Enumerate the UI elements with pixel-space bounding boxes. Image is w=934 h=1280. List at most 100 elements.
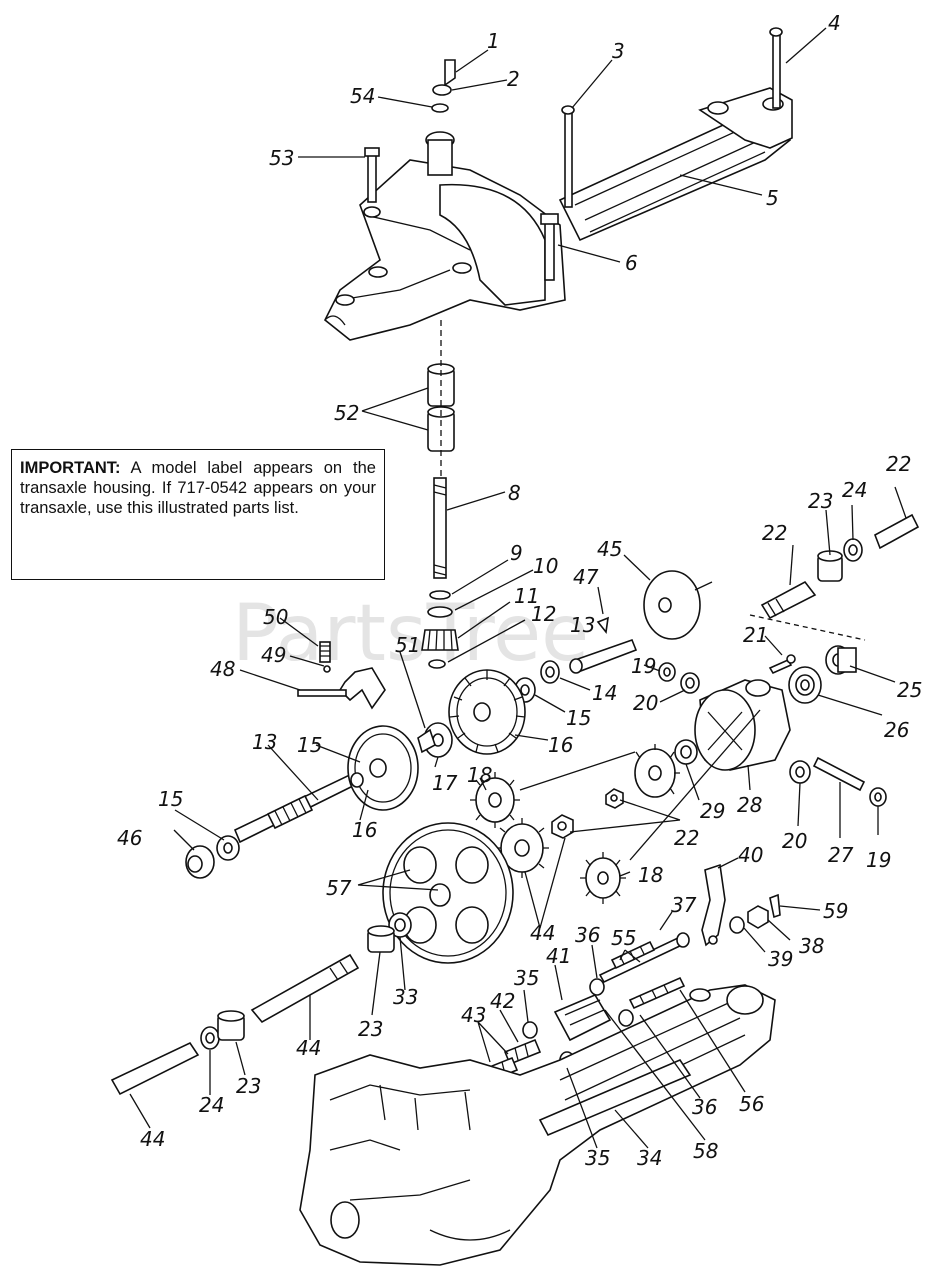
callout-22-lower: 22 xyxy=(674,826,699,850)
bearing-26 xyxy=(788,666,822,704)
callout-9: 9 xyxy=(510,541,523,565)
axle-44-lower xyxy=(110,1041,200,1096)
callout-23-mid: 23 xyxy=(358,1017,383,1041)
callout-38: 38 xyxy=(799,934,824,958)
callout-25: 25 xyxy=(897,678,922,702)
callout-52: 52 xyxy=(334,401,359,425)
callout-23-lower: 23 xyxy=(236,1074,261,1098)
bushing-23-mid xyxy=(367,925,395,953)
callout-24-lower: 24 xyxy=(199,1093,224,1117)
washer-20-upper xyxy=(680,672,700,694)
rod-34 xyxy=(538,1059,692,1137)
washer-10 xyxy=(427,606,453,618)
ring-12 xyxy=(428,659,446,669)
axle-22-right xyxy=(760,580,817,620)
callout-40: 40 xyxy=(738,843,763,867)
gear-18-lower xyxy=(580,852,626,904)
pinion-13 xyxy=(266,794,314,830)
washer-24-right xyxy=(843,538,863,562)
screw-3 xyxy=(561,105,575,208)
callout-55: 55 xyxy=(611,926,636,950)
washer-9 xyxy=(429,590,451,600)
callout-28: 28 xyxy=(737,793,762,817)
washer-19-upper xyxy=(658,662,676,682)
lower-case xyxy=(299,984,776,1266)
bushing-23-right xyxy=(817,550,843,582)
screw-53 xyxy=(364,147,380,203)
callout-27: 27 xyxy=(828,843,854,867)
callout-49: 49 xyxy=(261,643,286,667)
shift-fork-48 xyxy=(297,667,386,710)
callout-labels: 1 2 54 3 4 53 5 6 52 8 9 10 11 12 45 47 … xyxy=(117,11,922,1170)
washer-20-right xyxy=(789,760,811,784)
callout-44-mid: 44 xyxy=(530,921,555,945)
washer-29 xyxy=(674,739,698,765)
bevel-18-diff xyxy=(634,744,680,798)
callout-15-upper: 15 xyxy=(566,706,591,730)
callout-34: 34 xyxy=(637,1146,662,1170)
important-notice: IMPORTANT: A model label appears on the … xyxy=(11,449,385,580)
upper-housing xyxy=(323,87,793,341)
callout-35-lower: 35 xyxy=(585,1146,610,1170)
input-shaft-8 xyxy=(433,477,447,579)
callout-43: 43 xyxy=(461,1003,486,1027)
callout-37: 37 xyxy=(671,893,697,917)
key-47 xyxy=(596,616,609,634)
shifter-41 xyxy=(553,993,612,1042)
shaft-13-upper xyxy=(569,638,638,674)
callout-42: 42 xyxy=(490,989,515,1013)
watermark: PartsTree xyxy=(232,589,589,679)
callout-11: 11 xyxy=(514,584,539,608)
nut-38 xyxy=(747,905,769,929)
washer-15-lower xyxy=(216,835,240,861)
washer-24-lower xyxy=(200,1026,220,1050)
washer-36-lower xyxy=(618,1009,634,1027)
bushing-25 xyxy=(825,645,857,675)
callout-44-case: 44 xyxy=(296,1036,321,1060)
notice-text: A model label appears on the transaxle h… xyxy=(20,459,376,517)
spring-50 xyxy=(319,641,331,663)
callout-20-right: 20 xyxy=(782,829,807,853)
key-1 xyxy=(444,59,456,87)
callout-35-upper: 35 xyxy=(514,966,539,990)
axle-22-end xyxy=(874,513,920,550)
callout-24-right: 24 xyxy=(842,478,867,502)
washer-2 xyxy=(432,84,452,96)
ball-49 xyxy=(323,665,331,673)
callout-15-lower: 15 xyxy=(297,733,322,757)
pinion-gear-11 xyxy=(421,629,459,651)
callout-19-upper: 19 xyxy=(631,654,656,678)
screw-6 xyxy=(540,213,559,281)
callout-44-lower: 44 xyxy=(140,1127,165,1151)
callout-50: 50 xyxy=(263,605,288,629)
callout-45: 45 xyxy=(597,537,622,561)
nut-22-b xyxy=(605,788,624,809)
callout-47: 47 xyxy=(573,565,599,589)
screw-21 xyxy=(768,654,796,675)
callout-18-upper: 18 xyxy=(467,763,492,787)
callout-4: 4 xyxy=(828,11,841,35)
callout-17: 17 xyxy=(432,771,458,795)
callout-29: 29 xyxy=(700,799,725,823)
washer-19-right xyxy=(869,787,887,807)
washer-39 xyxy=(729,916,745,934)
spring-56 xyxy=(628,976,686,1010)
callout-59: 59 xyxy=(823,899,848,923)
callout-41: 41 xyxy=(546,944,571,968)
diff-housing-28 xyxy=(694,679,791,771)
callout-16-upper: 16 xyxy=(548,733,573,757)
ball-35-upper xyxy=(522,1021,538,1039)
callout-36-upper: 36 xyxy=(575,923,600,947)
callout-51: 51 xyxy=(395,633,420,657)
callout-10: 10 xyxy=(533,554,558,578)
large-gear-57 xyxy=(382,822,514,964)
callout-39: 39 xyxy=(768,947,793,971)
bushing-23-lower xyxy=(217,1010,245,1041)
notice-heading: IMPORTANT: xyxy=(20,459,121,477)
axle-44-mid xyxy=(250,953,360,1024)
callout-1: 1 xyxy=(487,29,500,53)
callout-13-lower: 13 xyxy=(252,730,277,754)
ring-54 xyxy=(431,103,449,113)
pin-59 xyxy=(769,893,781,919)
washer-36-upper xyxy=(589,978,605,996)
